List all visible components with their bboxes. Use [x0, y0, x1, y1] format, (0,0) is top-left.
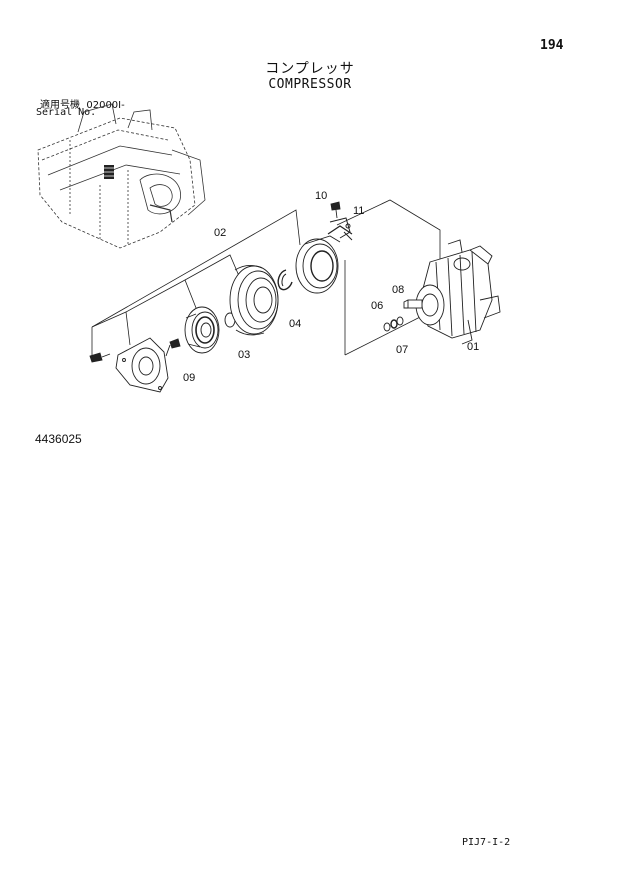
- part-04-snap-ring: [277, 269, 293, 291]
- serial-label-japanese: 適用号機: [40, 100, 80, 111]
- serial-label-english: Serial No.: [36, 107, 97, 118]
- part-10-screw: [330, 201, 341, 219]
- part-01-compressor-body: [403, 239, 501, 345]
- callout-10: 10: [315, 190, 327, 202]
- part-clutch-hub: [184, 306, 220, 354]
- callout-04: 04: [289, 318, 301, 330]
- callout-09: 09: [183, 372, 195, 384]
- part-09-end-plate-with-bolts: [89, 337, 181, 393]
- figure-number: 4436025: [35, 432, 82, 446]
- callout-03: 03: [238, 349, 250, 361]
- title-japanese: コンプレッサ: [265, 61, 355, 77]
- callout-labels: 01 02 03 04 06 07 08 09 10 11: [183, 190, 479, 384]
- footer-code: PIJ7-I-2: [462, 837, 511, 848]
- title-english: COMPRESSOR: [268, 77, 352, 92]
- part-06-07-08-shims: [383, 316, 404, 332]
- callout-01: 01: [467, 341, 479, 353]
- callout-08: 08: [392, 284, 404, 296]
- machine-location-sketch: [37, 103, 206, 249]
- callout-06: 06: [371, 300, 383, 312]
- part-11-clamp: [329, 217, 353, 241]
- callout-02: 02: [214, 227, 226, 239]
- part-02-pulley: [229, 265, 279, 336]
- part-field-coil: [295, 225, 353, 294]
- page-number: 194: [540, 38, 564, 53]
- callout-07: 07: [396, 344, 408, 356]
- callout-11: 11: [353, 205, 364, 217]
